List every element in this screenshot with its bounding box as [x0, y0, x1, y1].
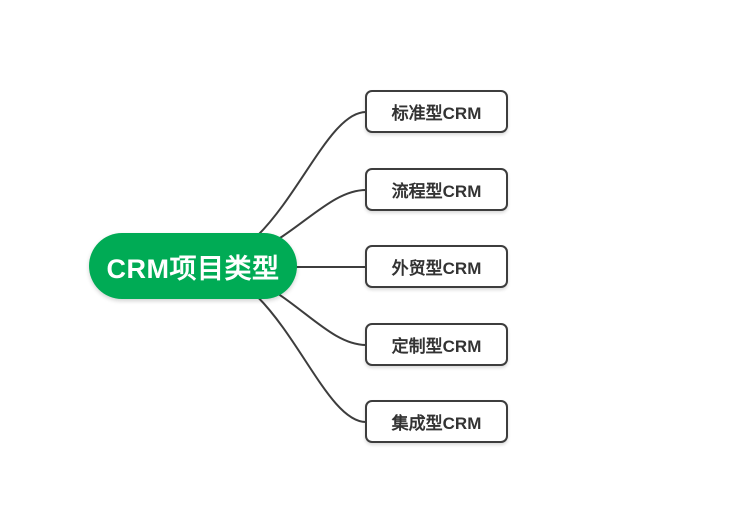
branch-node-label: 定制型CRM [391, 337, 482, 356]
branch-node-label: 外贸型CRM [391, 259, 482, 278]
branch-node-foreign-trade-crm[interactable]: 外贸型CRM [365, 245, 508, 288]
branch-node-standard-crm[interactable]: 标准型CRM [365, 90, 508, 133]
branch-node-process-crm[interactable]: 流程型CRM [365, 168, 508, 211]
branch-node-label: 集成型CRM [391, 414, 482, 433]
branch-node-custom-crm[interactable]: 定制型CRM [365, 323, 508, 366]
branch-node-label: 流程型CRM [391, 182, 482, 201]
branch-node-integrated-crm[interactable]: 集成型CRM [365, 400, 508, 443]
root-node-label: CRM项目类型 [106, 253, 280, 284]
root-node-crm-project-types[interactable]: CRM项目类型 [89, 233, 297, 299]
branch-node-label: 标准型CRM [391, 104, 482, 123]
